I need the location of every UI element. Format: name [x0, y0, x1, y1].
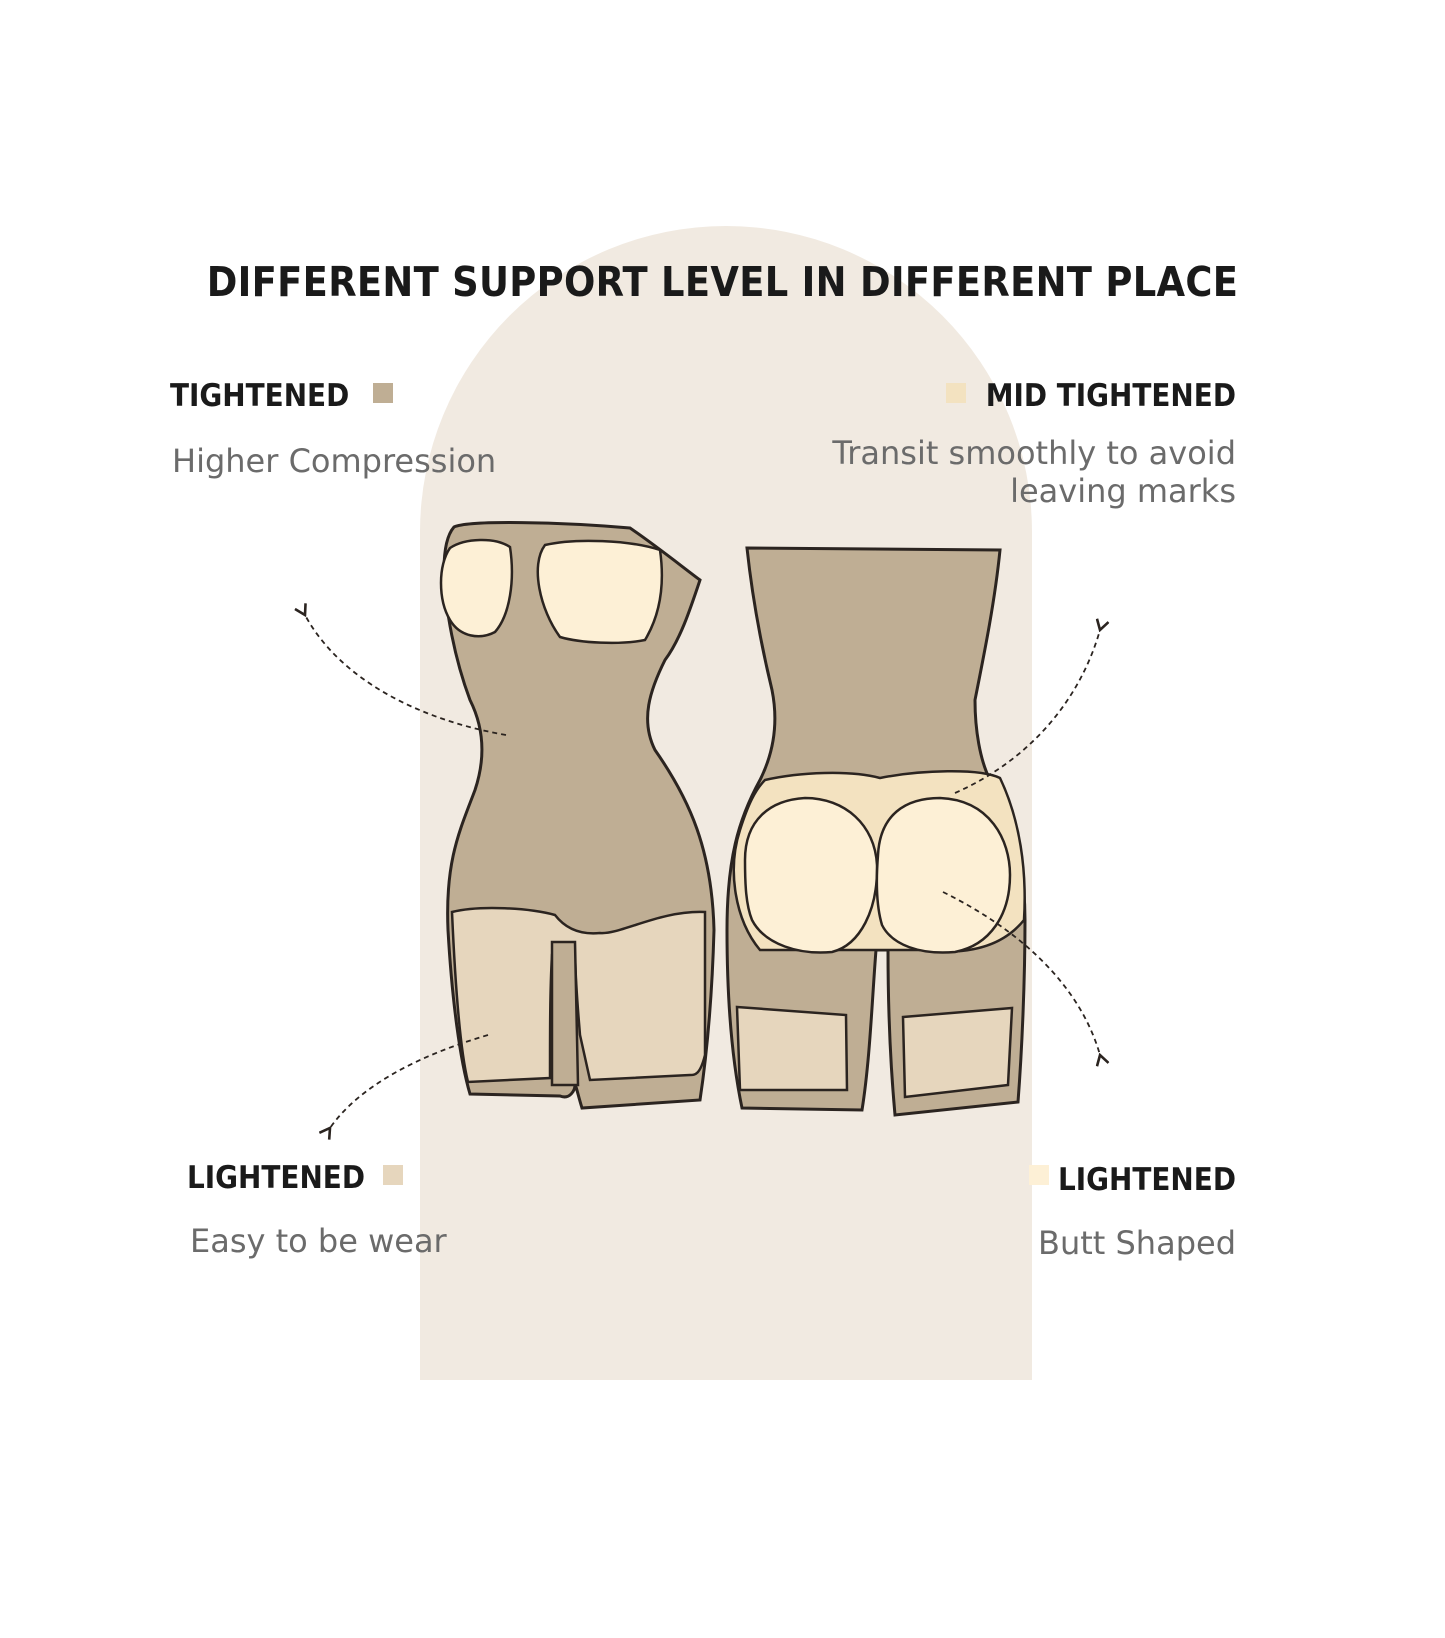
back-thigh-panel-right — [901, 1006, 1014, 1099]
swatch-lightened-right — [1029, 1165, 1049, 1185]
swatch-mid-tightened — [946, 383, 966, 403]
desc-transit-line2: leaving marks — [1010, 472, 1236, 510]
back-butt-right — [875, 796, 1012, 954]
desc-butt-shaped: Butt Shaped — [1037, 1224, 1236, 1262]
front-view — [439, 521, 716, 1110]
desc-higher-compression: Higher Compression — [172, 442, 497, 480]
desc-transit-line1: Transit smoothly to avoid — [832, 434, 1236, 472]
front-crotch — [550, 940, 580, 1087]
label-tightened: TIGHTENED — [170, 378, 350, 414]
front-cup-left — [439, 538, 514, 638]
arrow-mid-tightened — [954, 630, 1100, 794]
back-view — [725, 546, 1027, 1117]
arrow-tightened — [305, 615, 507, 736]
label-lightened-left: LIGHTENED — [187, 1160, 366, 1196]
swatch-lightened-left — [383, 1165, 403, 1185]
desc-easy-to-wear: Easy to be wear — [190, 1222, 447, 1260]
swatch-tightened — [373, 383, 393, 403]
front-leg-left-panel — [450, 906, 707, 1084]
label-mid-tightened: MID TIGHTENED — [985, 378, 1236, 414]
arrow-lightened-left — [330, 1034, 489, 1128]
page-title: DIFFERENT SUPPORT LEVEL IN DIFFERENT PLA… — [206, 258, 1239, 306]
label-lightened-right: LIGHTENED — [1057, 1162, 1236, 1198]
back-butt-left — [743, 796, 879, 954]
arrow-lightened-right — [942, 891, 1100, 1055]
back-thigh-panel-left — [735, 1005, 849, 1092]
front-cup-right — [536, 539, 664, 645]
